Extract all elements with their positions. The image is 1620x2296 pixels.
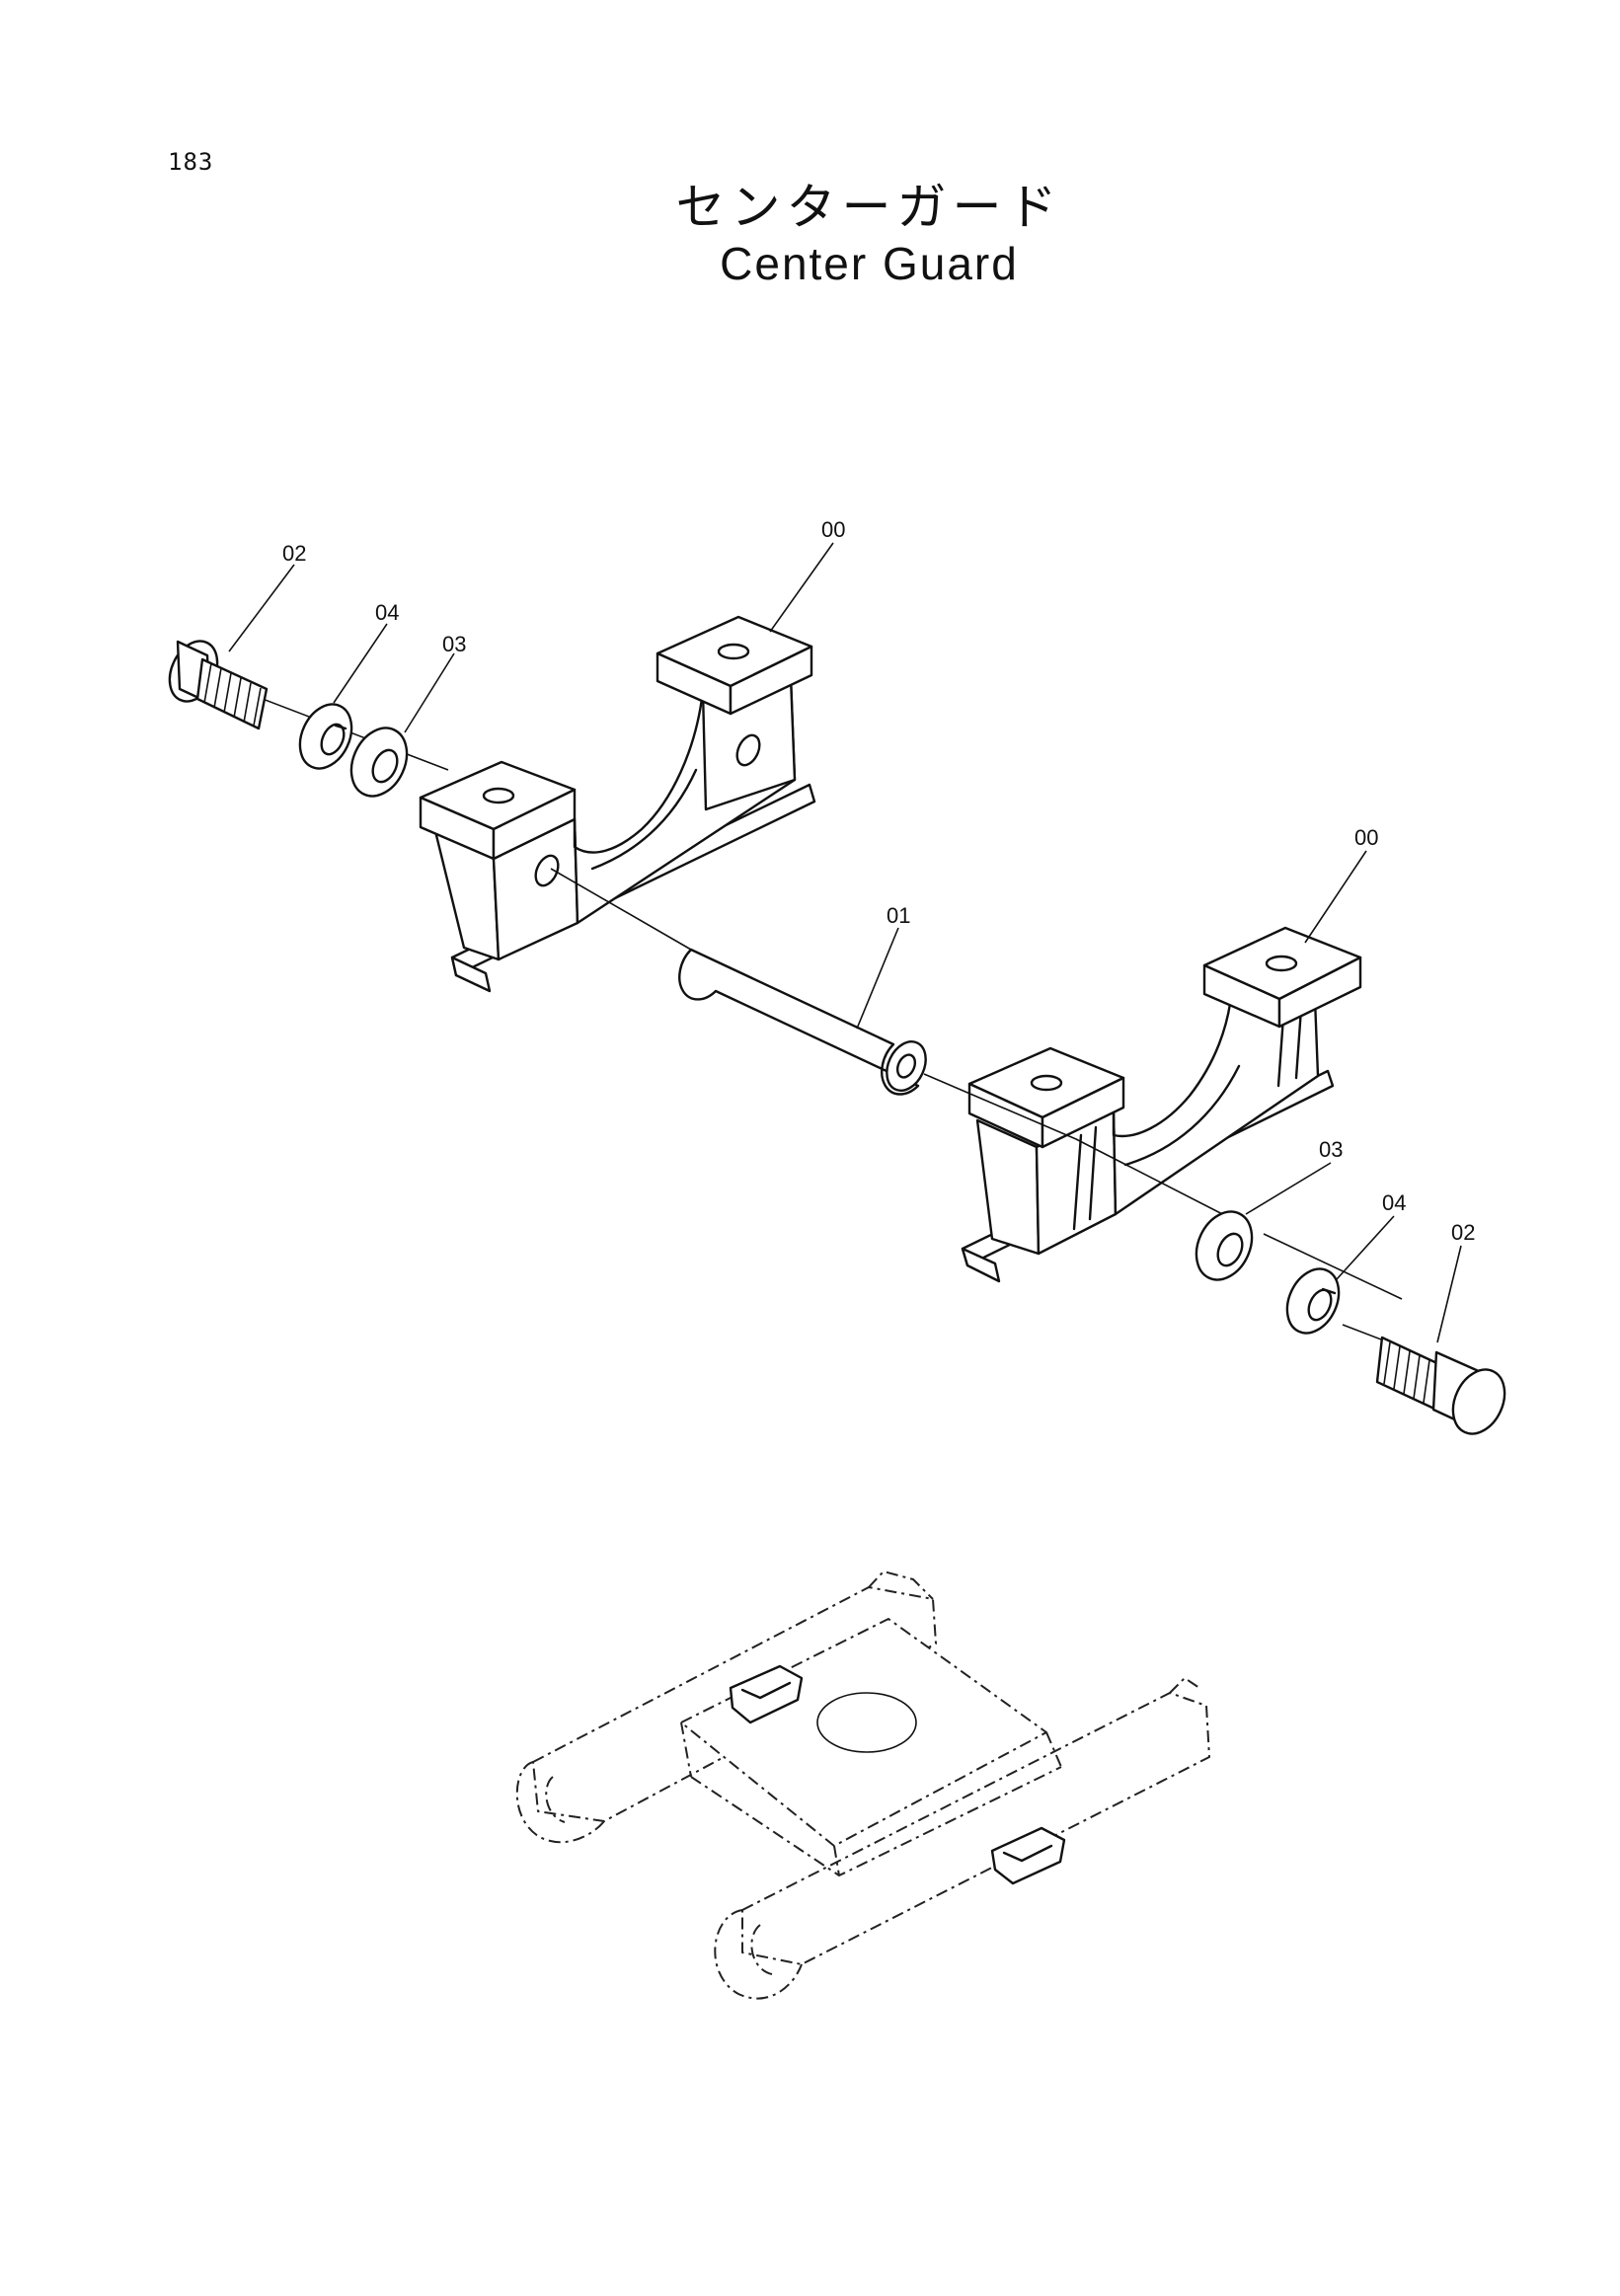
undercarriage-location-view	[515, 1570, 1210, 2000]
leader-lines	[228, 542, 1462, 1343]
assembly-axis-right	[923, 1073, 1403, 1348]
center-guard-rear	[419, 615, 816, 993]
callout-center-guard-rear: 00	[821, 517, 845, 542]
callout-bolt-left: 02	[282, 541, 306, 566]
washer-right	[1195, 1210, 1254, 1281]
callout-center-guard-front: 00	[1354, 825, 1378, 850]
page-number: 183	[168, 148, 214, 176]
callout-lock-washer-left: 04	[375, 600, 399, 625]
pin	[678, 948, 927, 1096]
page-title-japanese: センターガード	[675, 179, 1063, 236]
page-title-english: Center Guard	[720, 238, 1019, 289]
lock-washer-left	[298, 703, 353, 770]
callout-bolt-right: 02	[1451, 1220, 1475, 1245]
washer-left	[349, 727, 409, 798]
callout-pin: 01	[887, 903, 910, 928]
bolt-right	[1375, 1336, 1506, 1435]
callout-lock-washer-right: 04	[1382, 1190, 1406, 1215]
bolt-left	[168, 640, 269, 730]
callout-washer-right: 03	[1319, 1137, 1343, 1162]
center-guard-front	[961, 926, 1362, 1283]
callout-washer-left: 03	[442, 632, 466, 656]
lock-washer-right	[1285, 1267, 1341, 1335]
